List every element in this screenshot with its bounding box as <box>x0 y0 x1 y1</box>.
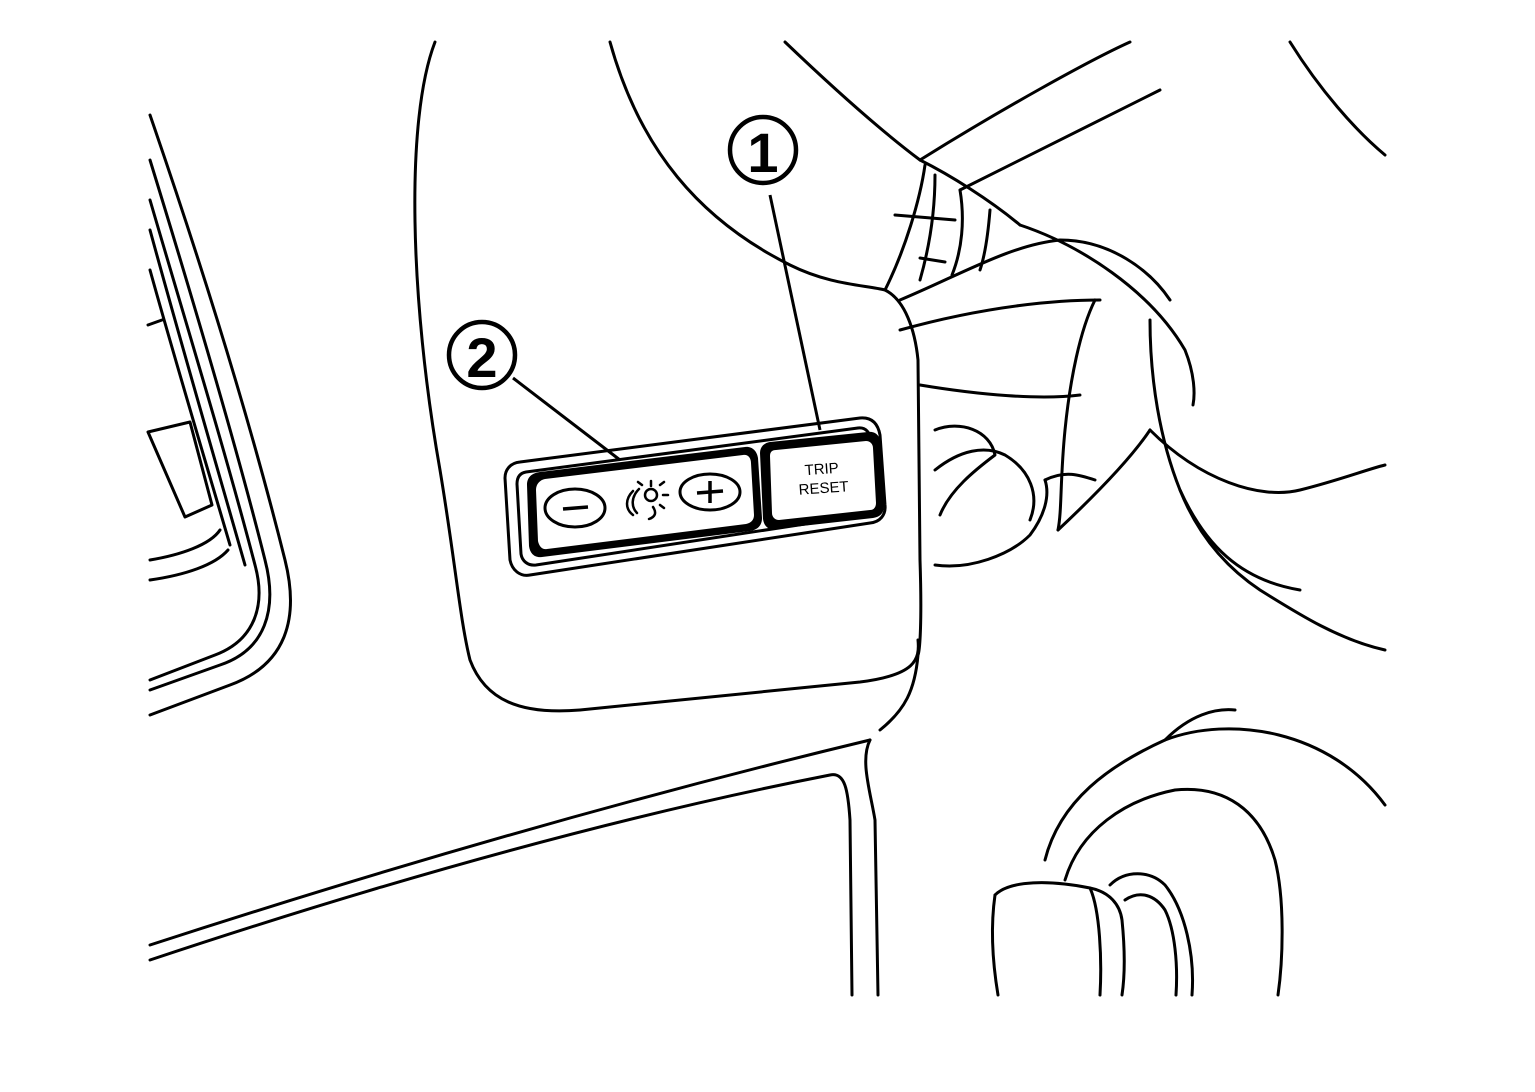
callout-2: 2 <box>446 319 621 462</box>
illumination-brightness-icon <box>625 479 670 521</box>
meter-housing <box>413 40 920 713</box>
ignition-knob <box>990 708 1387 997</box>
trip-reset-label-line2: RESET <box>798 478 849 498</box>
left-panel-edge <box>146 113 292 717</box>
combination-switch-stalk <box>933 298 1387 652</box>
callout-1-number: 1 <box>747 121 778 184</box>
trip-reset-button[interactable]: TRIP RESET <box>760 431 884 530</box>
trip-reset-label-line1: TRIP <box>804 460 839 479</box>
steering-wheel-area <box>783 40 1387 407</box>
dimmer-minus-button[interactable] <box>543 487 607 529</box>
lower-dashboard-lines <box>148 738 880 997</box>
dimmer-plus-button[interactable] <box>678 472 742 512</box>
callout-2-number: 2 <box>466 326 497 389</box>
left-panel-tab <box>146 420 214 519</box>
meter-housing-right <box>608 40 923 732</box>
callout-1: 1 <box>727 114 822 431</box>
illumination-control-switch[interactable] <box>527 446 762 558</box>
